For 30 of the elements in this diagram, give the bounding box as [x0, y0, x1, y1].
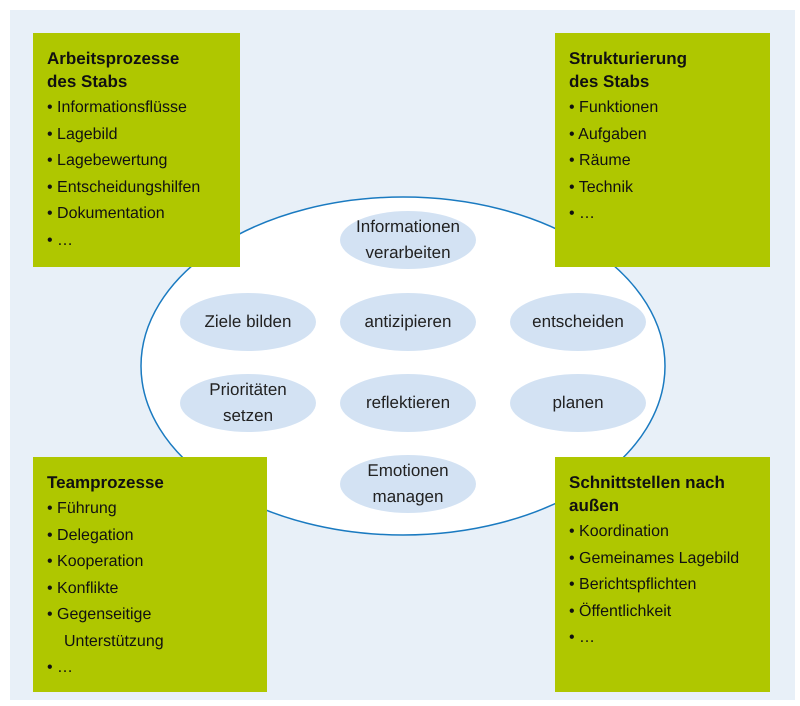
bullet-item: • Gegenseitige Unterstützung [47, 605, 165, 652]
bullet-item: • Entscheidungshilfen [47, 178, 202, 198]
bullet-item: • … [569, 204, 596, 224]
bullet-item: • Delegation [47, 526, 135, 546]
bullet-item: • Führung [47, 499, 118, 519]
category-panel [555, 457, 770, 692]
category-panel [33, 33, 240, 267]
bullet-item: • Dokumentation [47, 204, 166, 224]
category-panel [33, 457, 267, 692]
bullet-item: • Öffentlichkeit [569, 602, 672, 622]
bullet-item: • Aufgaben [569, 124, 648, 144]
panel-heading: Schnittstellen nach außen [569, 472, 726, 517]
bullet-item: • Kooperation [47, 552, 144, 572]
bullet-item: • … [569, 628, 596, 648]
bullet-item: • Berichtspflichten [569, 575, 698, 595]
panel-heading: Strukturierung des Stabs [569, 48, 688, 93]
bullet-item: • Funktionen [569, 98, 660, 118]
bullet-item: • Gemeinames Lagebild [569, 548, 740, 568]
bullet-item: • Lagebild [47, 124, 119, 144]
bullet-item: • Räume [569, 151, 632, 171]
bullet-item: • Informationsflüsse [47, 98, 188, 118]
category-panel [555, 33, 770, 267]
bullet-item: • Konflikte [47, 578, 120, 598]
bullet-item: • Lagebewertung [47, 151, 168, 171]
bullet-item: • Koordination [569, 522, 670, 542]
bullet-item: • Technik [569, 178, 634, 198]
bullet-item: • … [47, 658, 74, 678]
panel-heading: Arbeitsprozesse des Stabs [47, 48, 180, 93]
panel-heading: Teamprozesse [47, 472, 165, 494]
bullet-item: • … [47, 230, 74, 250]
